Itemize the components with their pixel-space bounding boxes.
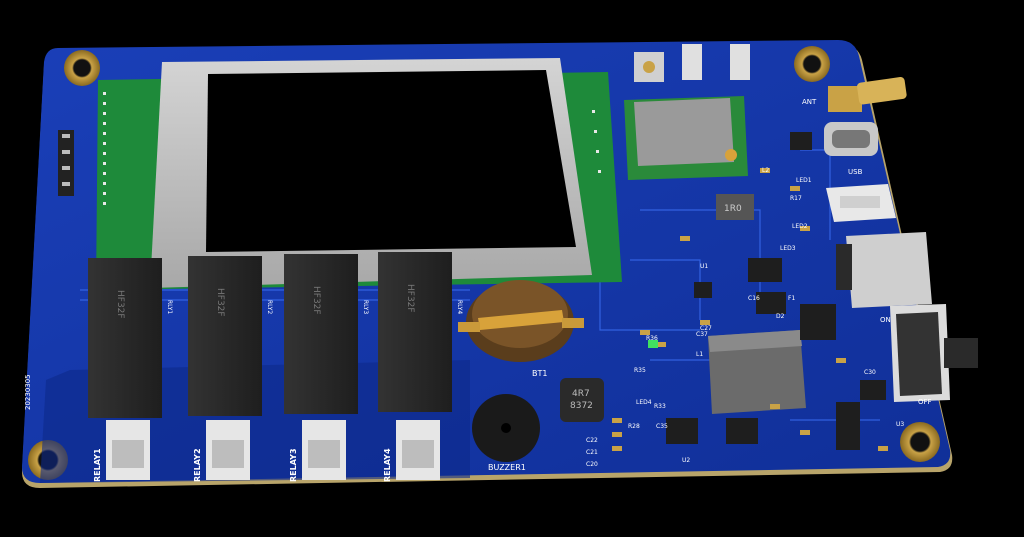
refdes-label: LED1 bbox=[796, 177, 812, 184]
relay-3: HF32F RELAY3 RLY3 bbox=[284, 254, 369, 482]
mount-hole-top-right bbox=[794, 46, 830, 82]
refdes-label: U2 bbox=[682, 457, 690, 464]
relay-label: RELAY4 bbox=[383, 448, 392, 482]
inductor-marking-2: 8372 bbox=[570, 401, 593, 411]
refdes-label: LED3 bbox=[780, 245, 796, 252]
refdes-label: R28 bbox=[628, 423, 640, 430]
relay-label: RELAY1 bbox=[93, 448, 102, 482]
battery-label: BT1 bbox=[532, 369, 547, 378]
refdes-label: C30 bbox=[864, 369, 876, 376]
relay-body bbox=[284, 254, 358, 414]
usb-connector: USB bbox=[824, 122, 878, 176]
relay-part-number: HF32F bbox=[215, 288, 225, 317]
relay-label: RELAY3 bbox=[289, 448, 298, 482]
relay-1: HF32F RELAY1 RLY1 bbox=[88, 258, 173, 482]
relay-part-number: HF32F bbox=[311, 286, 321, 315]
refdes-label: C21 bbox=[586, 449, 598, 456]
refdes-label: LED2 bbox=[792, 223, 808, 230]
refdes-label: C35 bbox=[656, 423, 668, 430]
relay-label: RELAY2 bbox=[193, 448, 202, 482]
coin-cell-holder: BT1 bbox=[458, 280, 584, 378]
refdes-label: L2 bbox=[762, 167, 769, 174]
refdes-label: R33 bbox=[654, 403, 666, 410]
switch-on-label: ON bbox=[880, 316, 891, 324]
refdes-label: C27 bbox=[700, 325, 712, 332]
relay-group: HF32F RELAY1 RLY1 HF32F RELAY2 RLY2 HF32F RELAY… bbox=[88, 252, 463, 482]
smd-passives bbox=[612, 168, 888, 451]
status-led bbox=[648, 340, 658, 348]
power-inductor-small: 4R7 8372 bbox=[560, 378, 604, 422]
jst-connector bbox=[826, 184, 896, 222]
relay-4: HF32F RELAY4 RLY4 bbox=[378, 252, 463, 482]
wifi-module bbox=[624, 96, 748, 180]
refdes-label: U1 bbox=[700, 263, 708, 270]
refdes-label: C37 bbox=[696, 331, 708, 338]
refdes-label: R36 bbox=[646, 335, 658, 342]
relay-part-number: HF32F bbox=[115, 290, 125, 319]
buzzer-label: BUZZER1 bbox=[488, 463, 526, 472]
power-switch: ON OFF bbox=[880, 304, 978, 406]
power-inductor-large bbox=[708, 330, 806, 414]
relay-body bbox=[378, 252, 452, 412]
inductor-top-marking: 1R0 bbox=[724, 204, 742, 214]
buzzer: BUZZER1 bbox=[472, 394, 540, 472]
antenna-label: ANT bbox=[802, 98, 817, 106]
relay-refdes: RLY2 bbox=[266, 300, 273, 314]
relay-body bbox=[88, 258, 162, 418]
inductor-marking-1: 4R7 bbox=[572, 389, 590, 399]
refdes-label: F1 bbox=[788, 295, 795, 302]
refdes-label: C22 bbox=[586, 437, 598, 444]
pin-header bbox=[58, 130, 74, 196]
refdes-label: D2 bbox=[776, 313, 785, 320]
switch-off-label: OFF bbox=[918, 398, 932, 406]
board-side-code: 20230305 bbox=[24, 374, 32, 410]
usb-label: USB bbox=[848, 168, 863, 176]
refdes-label: LED4 bbox=[636, 399, 652, 406]
relay-2: HF32F RELAY2 RLY2 bbox=[188, 256, 273, 482]
refdes-label: C20 bbox=[586, 461, 598, 468]
refdes-label: U3 bbox=[896, 421, 904, 428]
relay-part-number: HF32F bbox=[405, 284, 415, 313]
tactile-buttons bbox=[634, 44, 750, 82]
mount-hole-bottom-right bbox=[900, 422, 940, 462]
power-inductor-top: 1R0 bbox=[716, 194, 754, 220]
dc-jack bbox=[836, 232, 932, 308]
sma-antenna-connector: ANT bbox=[802, 77, 907, 112]
relay-refdes: RLY3 bbox=[362, 300, 369, 314]
relay-body bbox=[188, 256, 262, 416]
lcd-module bbox=[96, 58, 622, 290]
relay-refdes: RLY4 bbox=[456, 300, 463, 314]
refdes-label: R17 bbox=[790, 195, 802, 202]
mount-hole-top-left bbox=[64, 50, 100, 86]
refdes-label: L1 bbox=[696, 351, 703, 358]
refdes-label: C16 bbox=[748, 295, 760, 302]
smd-ics bbox=[666, 132, 886, 450]
refdes-label: R35 bbox=[634, 367, 646, 374]
relay-refdes: RLY1 bbox=[166, 300, 173, 314]
